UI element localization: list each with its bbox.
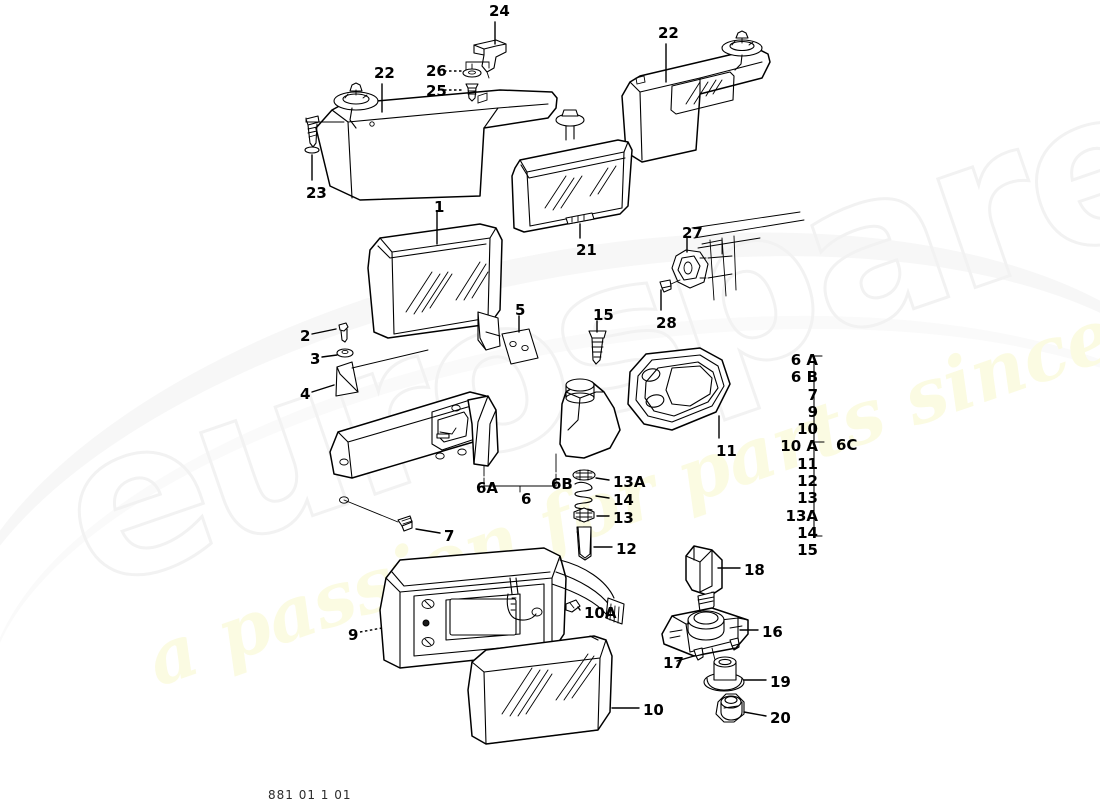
part-mirror-mounting-plate <box>501 328 539 365</box>
callout-23: 23 <box>306 184 327 202</box>
group-list-item: 6 A <box>790 351 818 369</box>
group-list-item: 6 B <box>790 368 818 387</box>
diagram-footer-code: 881 01 1 01 <box>268 788 352 800</box>
callout-12: 12 <box>616 540 637 558</box>
group-label-6c: 6C <box>836 436 858 454</box>
callout-3: 3 <box>310 350 321 368</box>
callout-24: 24 <box>489 2 510 20</box>
group-list-item: 10 <box>797 420 818 439</box>
callout-22: 22 <box>658 24 679 42</box>
part-interior-rear-view-mirror <box>511 109 633 233</box>
callout-17: 17 <box>663 654 684 672</box>
callout-21: 21 <box>576 241 597 259</box>
callout-18: 18 <box>744 561 765 579</box>
part-visor-hook-assembly <box>462 39 507 102</box>
callout-10a: 10A <box>584 604 617 622</box>
part-mirror-small-fittings <box>335 322 429 397</box>
callout-6b: 6B <box>551 475 573 493</box>
part-door-wiring-bracket <box>659 211 805 301</box>
callout-6a: 6A <box>476 479 499 497</box>
callout-22: 22 <box>374 64 395 82</box>
group-list-item: 10 A <box>780 437 818 456</box>
group-list-item: 14 <box>797 523 818 542</box>
callout-4: 4 <box>300 385 311 403</box>
part-mirror-glass <box>467 635 613 745</box>
callout-9: 9 <box>348 626 359 644</box>
callout-6: 6 <box>521 490 532 508</box>
callout-5: 5 <box>515 301 526 319</box>
callout-13a: 13A <box>613 473 646 491</box>
part-exterior-mirror-head <box>367 223 503 351</box>
callout-25: 25 <box>426 82 447 100</box>
group-brace-6c <box>813 355 825 537</box>
group-list-item: 11 <box>797 454 818 473</box>
group-list-item: 13A <box>785 506 818 525</box>
callout-10: 10 <box>643 701 664 719</box>
group-list-item: 12 <box>797 472 818 491</box>
callout-15: 15 <box>593 306 614 324</box>
part-mirror-switch-assembly <box>661 545 749 723</box>
part-sun-visor-right <box>621 30 771 163</box>
part-mirror-arm-and-gasket <box>559 330 731 459</box>
callout-26: 26 <box>426 62 447 80</box>
callout-20: 20 <box>770 709 791 727</box>
callout-13: 13 <box>613 509 634 527</box>
callout-16: 16 <box>762 623 783 641</box>
callout-28: 28 <box>656 314 677 332</box>
callout-14: 14 <box>613 491 634 509</box>
group-list-item: 15 <box>797 541 818 560</box>
part-mirror-housing <box>379 526 625 669</box>
callout-1: 1 <box>434 198 445 216</box>
leader-lines <box>305 21 767 717</box>
group-list-item: 13 <box>797 489 818 508</box>
part-long-bolt-12b <box>577 526 592 559</box>
part-sun-visor-left <box>304 82 558 201</box>
callout-2: 2 <box>300 327 311 345</box>
callout-11: 11 <box>716 442 737 460</box>
group-list-item: 9 <box>807 402 818 421</box>
callout-7: 7 <box>444 527 455 545</box>
callout-27: 27 <box>682 224 703 242</box>
part-mirror-base-assembly <box>329 391 557 532</box>
callout-19: 19 <box>770 673 791 691</box>
group-list-item: 7 <box>807 385 818 404</box>
